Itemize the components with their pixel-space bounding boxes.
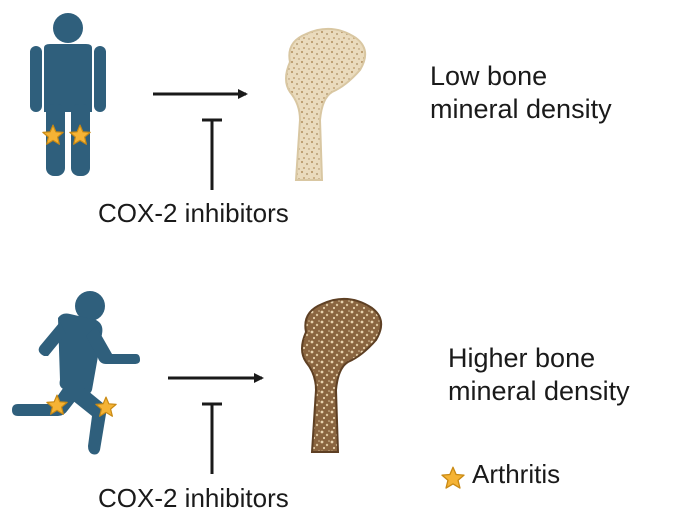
inhibition-symbol-top (202, 118, 222, 190)
outcome-line: mineral density (430, 93, 612, 124)
inhibitor-label-bottom: COX-2 inhibitors (98, 483, 289, 513)
inhibition-symbol-bottom (202, 402, 222, 474)
outcome-line: mineral density (448, 375, 630, 406)
legend-label-arthritis: Arthritis (472, 459, 561, 489)
outcome-label-bottom: Higher bone mineral density (448, 342, 630, 408)
inhibitor-label-top: COX-2 inhibitors (98, 198, 289, 228)
outcome-line: Low bone (430, 61, 548, 91)
femur-bone-high-density-icon (301, 297, 383, 453)
outcome-line: Higher bone (448, 343, 596, 373)
standing-person-icon (30, 13, 106, 176)
legend-star-icon (441, 466, 465, 489)
outcome-label-top: Low bone mineral density (430, 60, 612, 126)
femur-bone-low-density-icon (285, 27, 367, 181)
running-person-icon (12, 291, 140, 455)
